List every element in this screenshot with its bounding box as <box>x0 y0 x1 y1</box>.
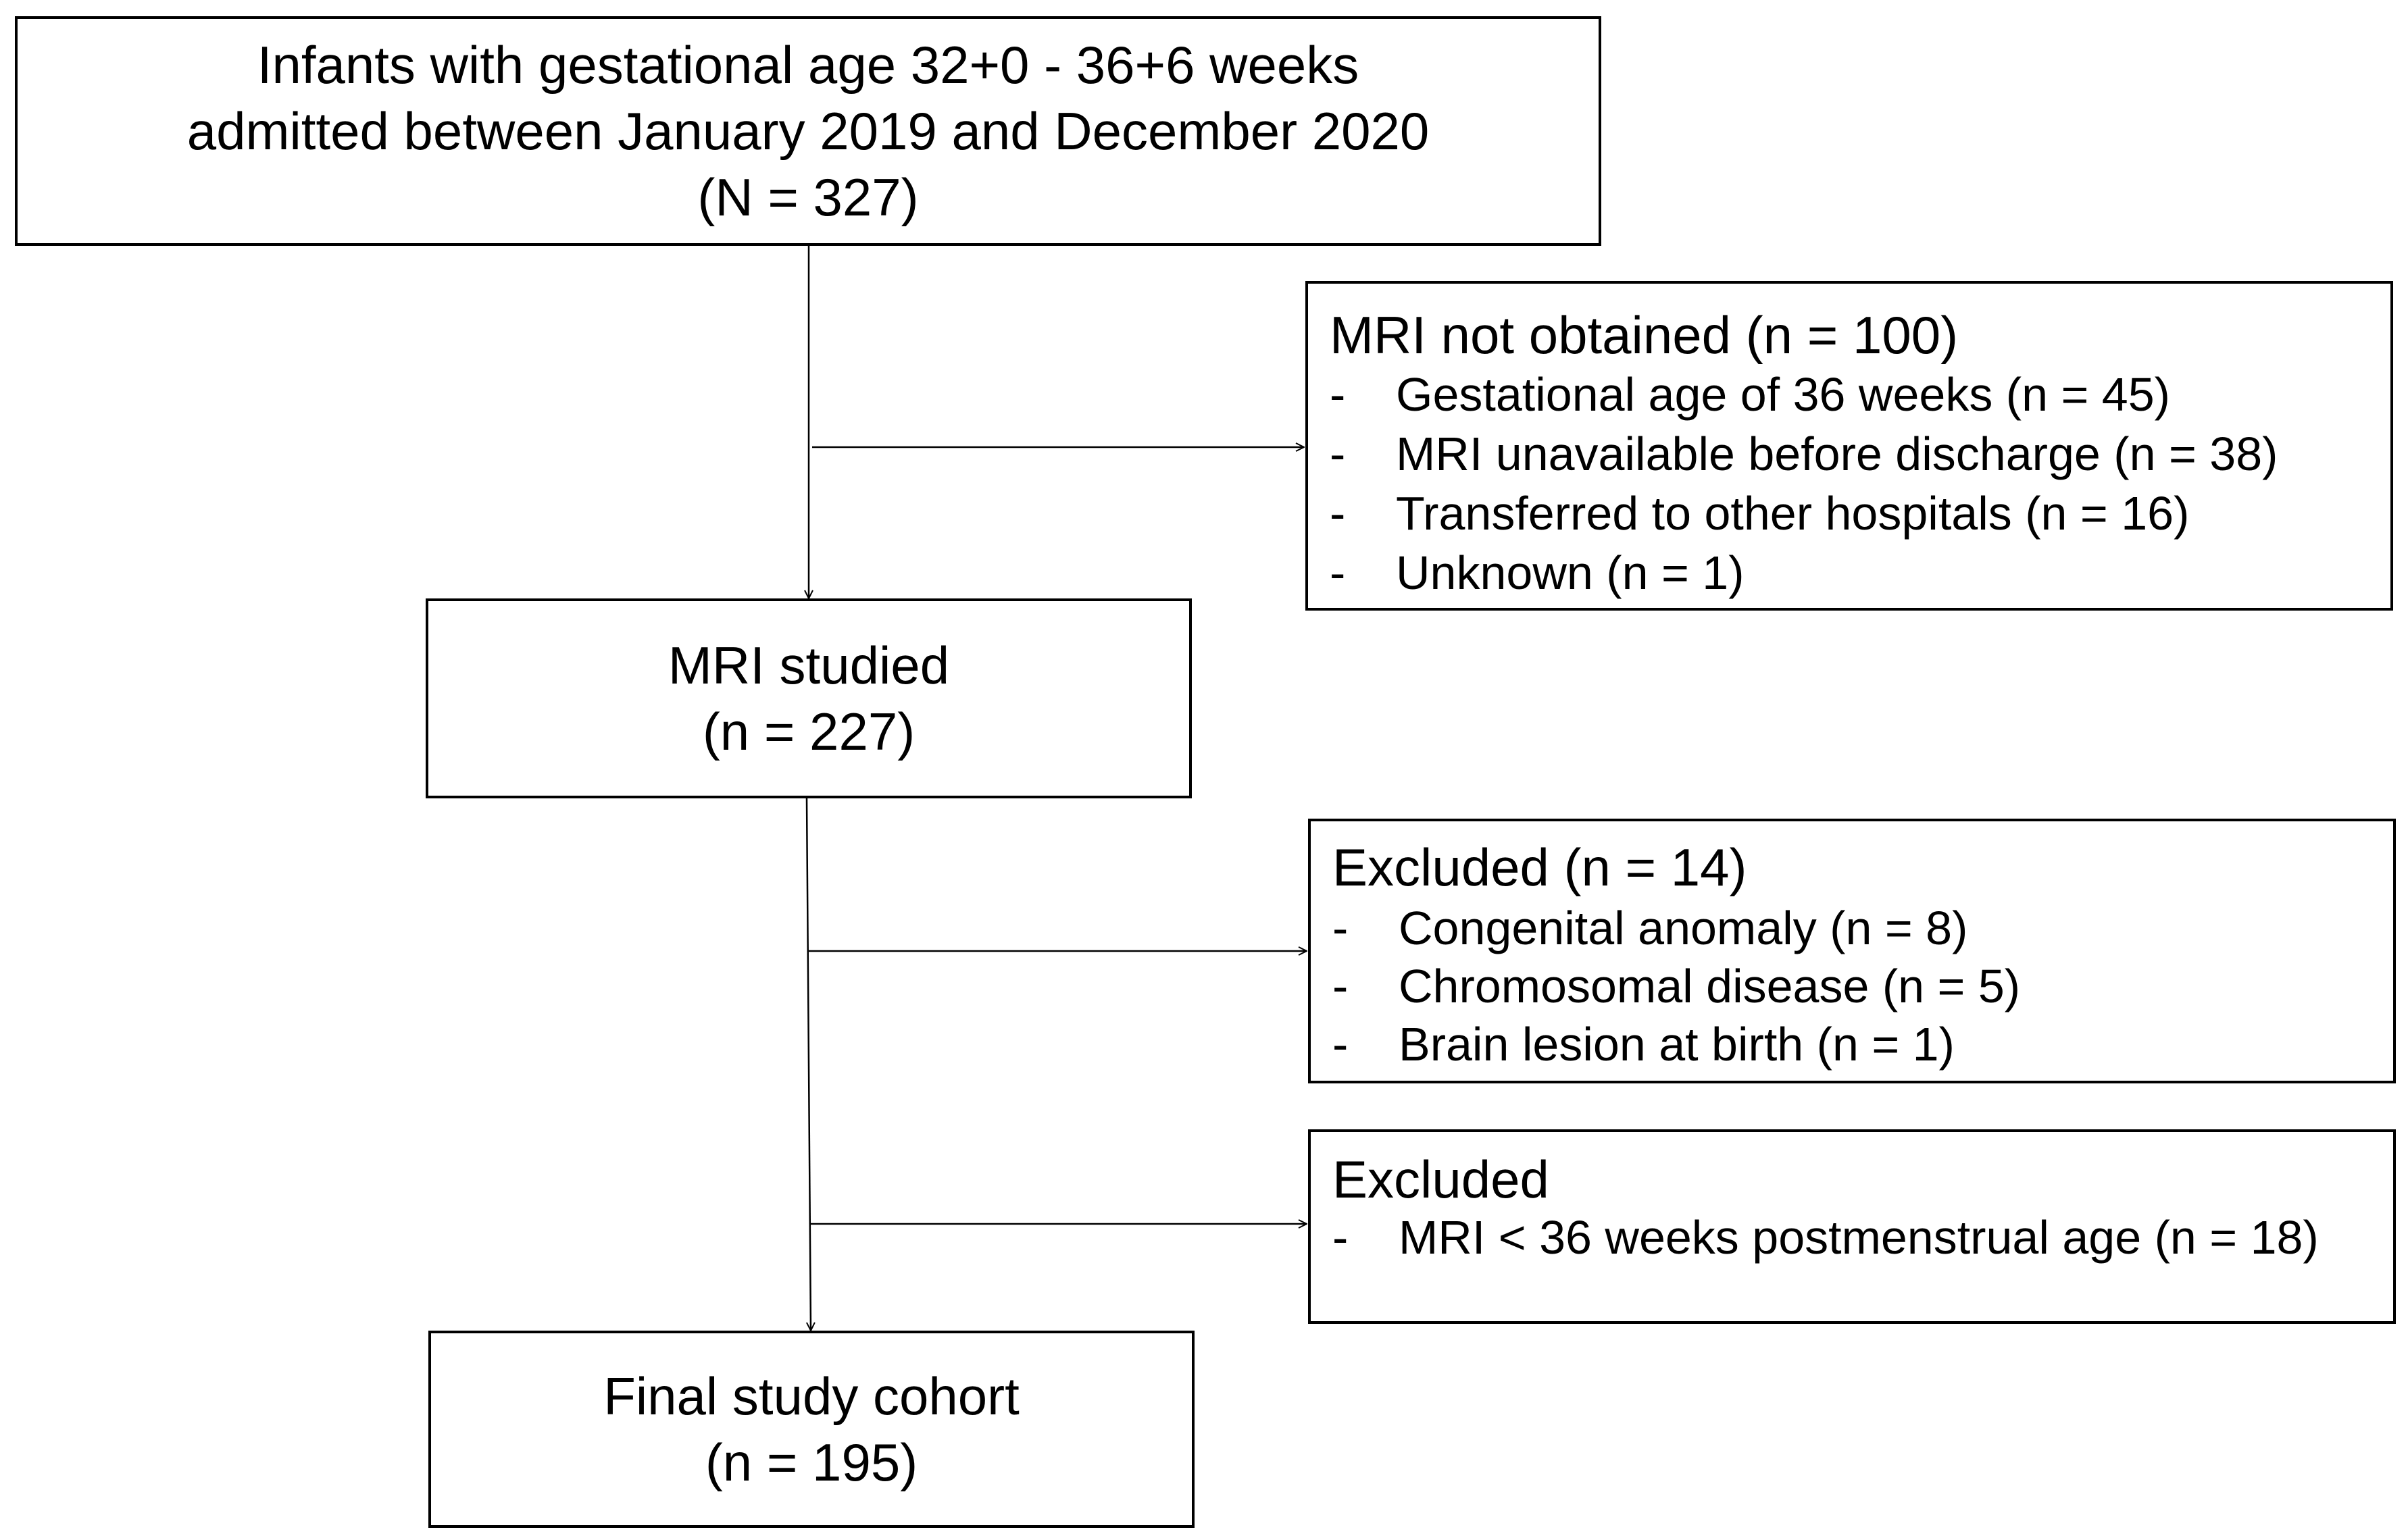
excluded-box-2: Excluded - MRI < 36 weeks postmenstrual … <box>1308 1129 2396 1324</box>
mri-studied-box: MRI studied (n = 227) <box>426 598 1192 798</box>
list-bullet-dash: - <box>1332 902 1349 954</box>
list-item-text: Transferred to other hospitals (n = 16) <box>1396 487 2190 540</box>
list-item-text: Gestational age of 36 weeks (n = 45) <box>1396 368 2170 421</box>
list-item-text: MRI unavailable before discharge (n = 38… <box>1396 428 2278 480</box>
list-bullet-dash: - <box>1330 368 1346 421</box>
final-cohort-line-1: Final study cohort <box>603 1366 1020 1426</box>
list-item-text: Brain lesion at birth (n = 1) <box>1399 1018 1955 1071</box>
list-bullet-dash: - <box>1330 487 1346 540</box>
arrow-studied-to-final <box>805 798 811 1331</box>
mri-not-obtained-title: MRI not obtained (n = 100) <box>1330 305 1959 365</box>
list-item-text: MRI < 36 weeks postmenstrual age (n = 18… <box>1399 1211 2319 1264</box>
top-box-line-1: Infants with gestational age 32+0 - 36+6… <box>257 35 1359 95</box>
mri-not-obtained-box: MRI not obtained (n = 100) - Gestational… <box>1305 281 2393 611</box>
final-cohort-line-2: (n = 195) <box>705 1433 918 1492</box>
mri-studied-line-2: (n = 227) <box>702 702 915 761</box>
list-bullet-dash: - <box>1330 546 1346 599</box>
top-box-line-3: (N = 327) <box>697 168 919 227</box>
list-bullet-dash: - <box>1330 428 1346 480</box>
excluded-box-1: Excluded (n = 14) - Congenital anomaly (… <box>1308 819 2396 1083</box>
list-bullet-dash: - <box>1332 960 1349 1012</box>
top-box-line-2: admitted between January 2019 and Decemb… <box>186 101 1430 161</box>
list-item-text: Chromosomal disease (n = 5) <box>1399 960 2021 1012</box>
list-bullet-dash: - <box>1332 1211 1349 1264</box>
top-box-population: Infants with gestational age 32+0 - 36+6… <box>15 16 1601 246</box>
list-bullet-dash: - <box>1332 1018 1349 1071</box>
list-item-text: Unknown (n = 1) <box>1396 546 1745 599</box>
excluded-2-title: Excluded <box>1332 1150 1549 1209</box>
list-item-text: Congenital anomaly (n = 8) <box>1399 902 1968 954</box>
mri-studied-line-1: MRI studied <box>668 636 950 695</box>
final-cohort-box: Final study cohort (n = 195) <box>428 1331 1195 1528</box>
excluded-1-title: Excluded (n = 14) <box>1332 838 1747 897</box>
